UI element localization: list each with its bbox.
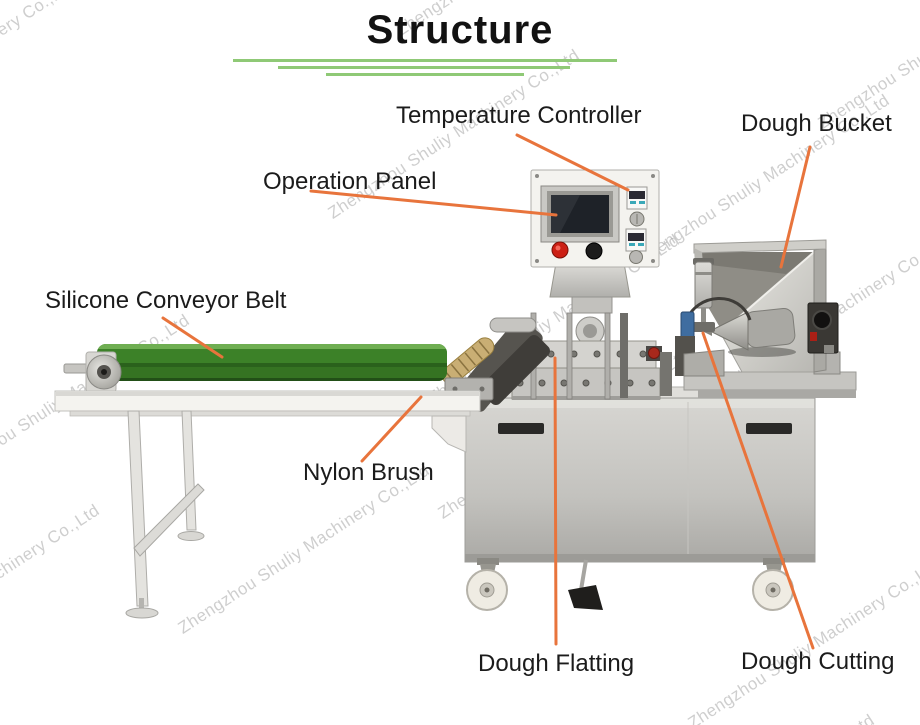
conveyor-belt-part	[97, 344, 447, 381]
callout-line-dough-bucket	[779, 145, 812, 269]
handle-slot	[746, 423, 792, 434]
label-dough-bucket: Dough Bucket	[741, 110, 892, 137]
pneumatic-cylinder	[691, 258, 715, 332]
label-nylon-brush: Nylon Brush	[303, 459, 434, 486]
callout-line-nylon-brush	[360, 395, 423, 463]
page-title: Structure	[366, 8, 554, 52]
title-underline-1	[233, 59, 617, 62]
callout-line-temperature-controller	[515, 133, 630, 192]
side-motor-box	[807, 302, 839, 354]
black-button	[585, 242, 603, 260]
title-underline-3	[326, 73, 524, 76]
temperature-controller-part	[625, 186, 648, 264]
title-underline-2	[278, 66, 570, 69]
foot-pedal	[568, 559, 603, 610]
dough-bucket-part	[675, 239, 857, 398]
valve	[680, 311, 695, 339]
caster-wheel	[466, 558, 508, 611]
belt-roller	[63, 351, 122, 393]
conveyor-leg	[125, 410, 205, 619]
label-dough-cutting: Dough Cutting	[741, 648, 895, 675]
label-dough-flatting: Dough Flatting	[478, 650, 635, 677]
callout-line-silicone-conveyor-belt	[161, 316, 224, 359]
touchscreen	[551, 195, 609, 233]
callout-lines	[161, 133, 815, 650]
callout-line-operation-panel	[309, 189, 558, 217]
label-silicone-conveyor-belt: Silicone Conveyor Belt	[45, 287, 287, 314]
handle-slot	[498, 423, 544, 434]
label-operation-panel: Operation Panel	[263, 168, 437, 195]
red-button	[551, 241, 569, 259]
label-temperature-controller: Temperature Controller	[396, 102, 642, 129]
conveyor-part	[54, 344, 481, 619]
control-panel-part	[530, 169, 660, 314]
callout-line-dough-cutting	[701, 331, 815, 650]
machine-cabinet	[446, 386, 816, 611]
caster-wheel	[752, 558, 794, 611]
callout-line-dough-flatting	[553, 356, 558, 646]
